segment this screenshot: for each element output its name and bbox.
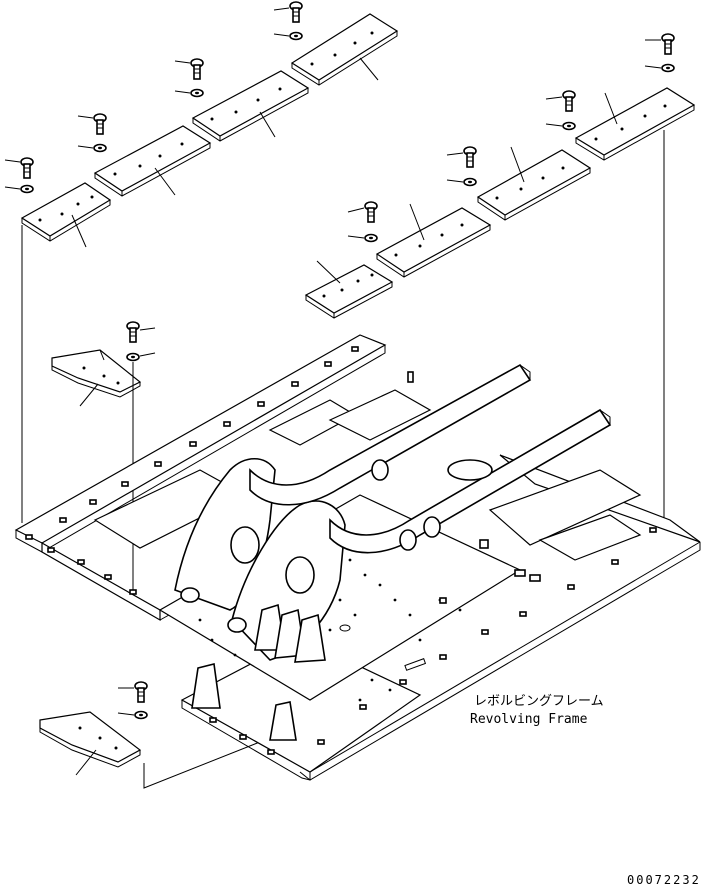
bracket-cover-lower (39, 681, 148, 776)
frame-label: レボルビングフレーム Revolving Frame (470, 694, 604, 727)
cover-plate-row-left (20, 13, 399, 248)
bracket-cover-upper (51, 321, 156, 407)
washer-icon (4, 184, 34, 194)
edge-bosses (25, 346, 657, 755)
bolt-icon (77, 113, 107, 135)
washer-icon (545, 121, 576, 131)
washer-icon (644, 63, 675, 73)
cover-plate (20, 182, 112, 248)
bolt-icon (347, 201, 378, 223)
washer-icon (117, 710, 148, 720)
drawing-code: 00072232 (627, 873, 701, 887)
cover-plate (93, 125, 212, 197)
bolt-icon (446, 146, 477, 168)
bolt-icon (174, 58, 204, 80)
washer-icon (126, 352, 156, 362)
bolt-icon (545, 90, 576, 112)
side-beams (249, 363, 612, 554)
cover-plate (375, 203, 492, 278)
frame-name-jp: レボルビングフレーム (474, 694, 604, 709)
revolving-frame (14, 334, 701, 781)
rear-brackets (191, 603, 326, 741)
cover-plate (290, 13, 399, 86)
bolt-icon (273, 1, 303, 23)
frame-name-en: Revolving Frame (470, 712, 588, 727)
washer-icon (174, 88, 204, 98)
washer-icon (347, 233, 378, 243)
cover-plate (476, 146, 592, 221)
bolt-icon (645, 33, 675, 55)
cover-plate (304, 260, 394, 319)
cover-plate (191, 70, 310, 142)
cover-plate-row-right (304, 87, 696, 319)
bolt-icon (126, 321, 156, 343)
cover-plate (574, 87, 696, 161)
bolt-icon (4, 157, 34, 179)
washer-icon (273, 31, 303, 41)
bolt-icon (118, 681, 148, 703)
washer-icon (77, 143, 107, 153)
washer-icon (446, 177, 477, 187)
bolt-washer-set (4, 1, 303, 194)
bolt-washer-set (347, 33, 675, 243)
